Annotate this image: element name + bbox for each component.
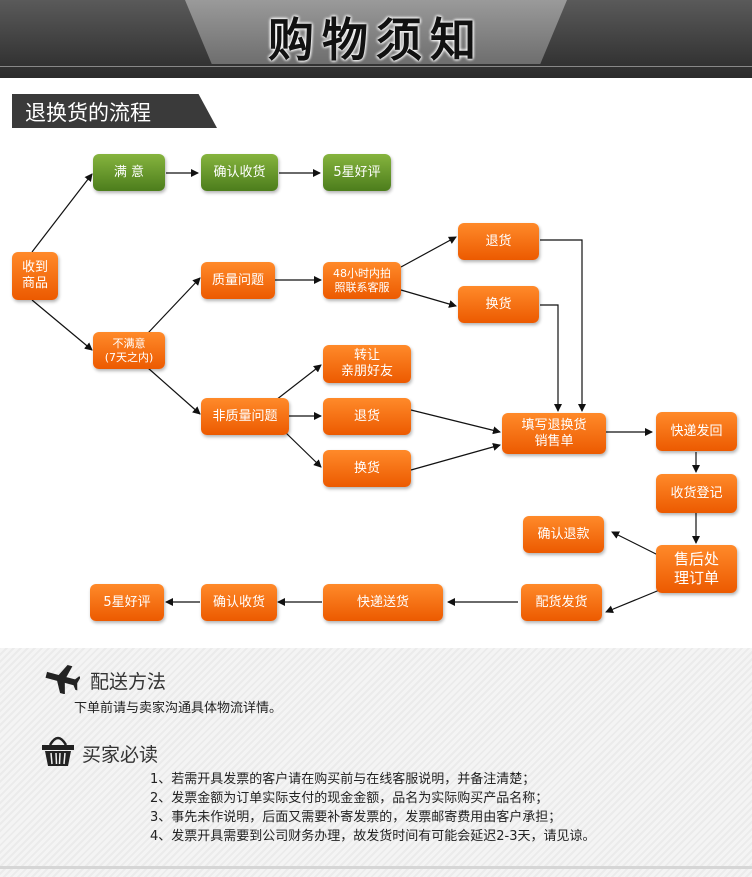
receive-goods-label-1: 收到 [21,260,48,275]
receive-goods-box: 收到 商品 [12,252,58,300]
receipt-register-box: 收货登记 [656,474,737,513]
flow-arrows [31,169,700,614]
non-quality-issue-box: 非质量问题 [201,398,289,435]
receive-goods-label-2: 商品 [21,276,48,291]
arrow-return-to-form [410,409,501,435]
arrow-unsatisfied-to-nonquality [147,367,201,415]
arrow-nonquality-to-transfer [275,364,322,401]
unsatisfied-box: 不满意 (7天之内) [93,332,165,369]
buyer-note-1: 1、若需开具发票的客户请在购买前与在线客服说明，并备注清楚； [150,772,536,787]
transfer-label-1: 转让 [353,348,380,363]
unsatisfied-label: 不满意 [112,336,146,350]
five-star-bottom-box: 5星好评 [90,584,164,621]
arrow-unsatisfied-to-quality [147,277,201,334]
confirm-refund-box: 确认退款 [523,516,604,553]
section-title: 退换货的流程 [25,101,151,125]
arrow-receive-to-satisfied [31,173,93,253]
buyer-note-3: 3、事先未作说明，后面又需要补寄发票的，发票邮寄费用由客户承担； [150,810,562,825]
express-return-box: 快递发回 [656,412,737,451]
confirm-receipt-bottom-box: 确认收货 [201,584,277,621]
arrow-exchange-to-form [410,443,501,471]
five-star-top-box: 5星好评 [323,154,391,191]
arrow-photo-to-exchange [400,289,457,308]
shipping-title: 配送方法 [90,671,167,693]
arrow-exchange-top-to-form [540,304,562,412]
fill-return-form-box: 填写退换货 销售单 [502,413,606,454]
arrow-return-top-to-form [540,239,586,412]
buyer-note-2: 2、发票金额为订单实际支付的现金金额，品名为实际购买产品名称； [150,791,549,806]
return-top-box: 退货 [458,223,539,260]
shopping-basket-icon [42,736,74,766]
photo-48h-label-2: 照联系客服 [334,280,390,294]
section-tab [12,94,217,128]
exchange-top-box: 换货 [458,286,539,323]
shipping-text: 下单前请与卖家沟通具体物流详情。 [74,701,283,716]
transfer-friends-box: 转让 亲朋好友 [323,345,411,383]
aftersale-label-2: 理订单 [673,569,719,587]
satisfied-box: 满 意 [93,154,165,191]
aftersale-label-1: 售后处 [673,550,719,568]
airplane-icon [45,664,80,694]
photo-48h-box: 48小时内拍 照联系客服 [323,262,401,299]
arrow-photo-to-return [400,236,457,268]
arrow-aftersale-to-refund [611,531,661,557]
express-send-box: 快递送货 [323,584,443,621]
transfer-label-2: 亲朋好友 [340,364,393,379]
arrow-receive-to-unsatisfied [31,299,93,351]
arrow-aftersale-to-ship [605,588,663,614]
ship-goods-box: 配货发货 [521,584,602,621]
aftersale-order-box: 售后处 理订单 [656,545,737,593]
notice-bottom-divider [0,866,752,869]
fill-form-label-1: 填写退换货 [521,417,587,433]
quality-issue-box: 质量问题 [201,262,275,299]
photo-48h-label-1: 48小时内拍 [333,266,391,280]
buyer-note-4: 4、发票开具需要到公司财务办理，故发货时间有可能会延迟2-3天，请见谅。 [150,829,596,844]
arrow-nonquality-to-exchange [284,431,322,468]
exchange-mid-box: 换货 [323,450,411,487]
return-mid-box: 退货 [323,398,411,435]
header-divider [0,66,752,67]
buyer-notice-title: 买家必读 [82,744,159,766]
page-title: 购物须知 [268,13,484,67]
unsatisfied-sub-label: (7天之内) [104,350,154,364]
fill-form-label-2: 销售单 [534,433,574,449]
notice-panel [0,648,752,877]
confirm-receipt-top-box: 确认收货 [201,154,278,191]
header-title-plate [185,0,567,64]
